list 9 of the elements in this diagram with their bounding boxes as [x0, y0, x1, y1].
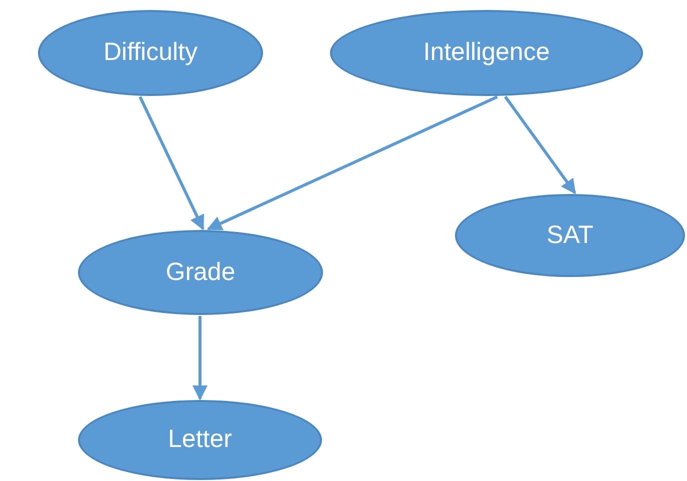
arrow	[138, 96, 204, 230]
node-label: SAT	[546, 220, 594, 251]
arrow	[206, 96, 498, 230]
arrow	[192, 316, 208, 400]
arrow	[504, 96, 576, 194]
node-label: Grade	[166, 256, 236, 288]
node-label: Letter	[168, 424, 232, 456]
node-label: Intelligence	[423, 37, 550, 68]
node-label: Difficulty	[103, 37, 198, 68]
